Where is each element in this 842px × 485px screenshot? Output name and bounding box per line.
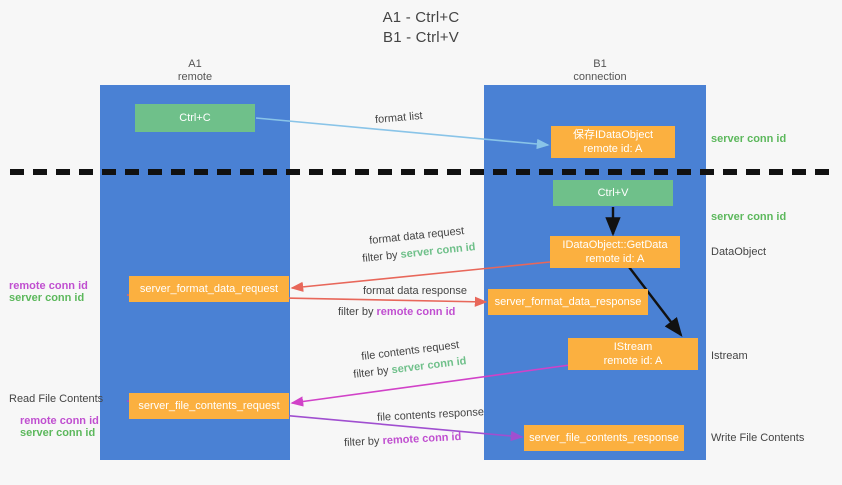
- node-server-format-data-request[interactable]: server_format_data_request: [129, 276, 289, 302]
- node-save-idataobject-title: 保存IDataObject: [572, 129, 654, 141]
- column-a1-name: A1: [188, 58, 202, 70]
- node-server-file-contents-request[interactable]: server_file_contents_request: [129, 393, 289, 419]
- node-server-file-contents-response-label: server_file_contents_response: [529, 432, 679, 444]
- page-title: A1 - Ctrl+C B1 - Ctrl+V: [0, 8, 842, 48]
- column-b1-role: connection: [573, 71, 627, 83]
- node-server-format-data-request-label: server_format_data_request: [139, 283, 279, 295]
- node-getdata-title: IDataObject::GetData: [562, 239, 668, 251]
- annotation-server-conn-id-mid: server conn id: [711, 211, 787, 223]
- column-a1-role: remote: [177, 71, 213, 83]
- annotation-server-conn-id-left-2: server conn id: [20, 427, 96, 439]
- remote-conn-id-1: remote conn id: [376, 306, 456, 318]
- node-server-file-contents-request-label: server_file_contents_request: [138, 400, 280, 412]
- column-header-b1: B1 connection: [545, 58, 655, 84]
- node-save-idataobject[interactable]: 保存IDataObject remote id: A: [551, 126, 675, 158]
- node-ctrl-c-label: Ctrl+C: [179, 112, 211, 124]
- edge-filter-format-data-response: filter by remote conn id: [338, 305, 455, 319]
- filter-by-text-4: filter by: [343, 435, 383, 450]
- node-server-format-data-response[interactable]: server_format_data_response: [488, 289, 648, 315]
- node-ctrl-v[interactable]: Ctrl+V: [553, 180, 673, 206]
- annotation-istream: Istream: [711, 350, 748, 362]
- filter-by-text-1: filter by: [361, 248, 402, 265]
- node-istream-sub: remote id: A: [603, 355, 663, 367]
- annotation-server-conn-id-top: server conn id: [711, 133, 787, 145]
- node-getdata-sub: remote id: A: [585, 253, 645, 265]
- server-conn-id-1: server conn id: [399, 241, 477, 261]
- annotation-read-file-contents: Read File Contents: [9, 393, 104, 405]
- node-save-idataobject-sub: remote id: A: [583, 143, 643, 155]
- column-header-a1: A1 remote: [145, 58, 245, 84]
- title-line-2: B1 - Ctrl+V: [383, 29, 459, 46]
- node-getdata[interactable]: IDataObject::GetData remote id: A: [550, 236, 680, 268]
- edge-label-format-data-response: format data response: [363, 285, 467, 297]
- node-istream[interactable]: IStream remote id: A: [568, 338, 698, 370]
- node-istream-title: IStream: [613, 341, 653, 353]
- node-ctrl-c[interactable]: Ctrl+C: [135, 104, 255, 132]
- annotation-write-file-contents: Write File Contents: [711, 432, 805, 444]
- annotation-dataobject: DataObject: [711, 246, 767, 258]
- node-server-file-contents-response[interactable]: server_file_contents_response: [524, 425, 684, 451]
- column-b1-name: B1: [593, 58, 607, 70]
- edge-label-file-contents-response: file contents response: [376, 406, 485, 424]
- annotation-remote-conn-id-1: remote conn id: [9, 280, 88, 292]
- node-ctrl-v-label: Ctrl+V: [597, 187, 629, 199]
- annotation-server-conn-id-left-1: server conn id: [9, 292, 85, 304]
- remote-conn-id-2: remote conn id: [382, 430, 462, 448]
- title-line-1: A1 - Ctrl+C: [382, 9, 460, 26]
- filter-by-text-3: filter by: [352, 364, 393, 381]
- filter-by-text-2: filter by: [338, 306, 377, 318]
- node-server-format-data-response-label: server_format_data_response: [494, 296, 642, 308]
- edge-label-format-list: format list: [374, 109, 424, 127]
- edge-filter-file-contents-response: filter by remote conn id: [344, 430, 462, 450]
- annotation-remote-conn-id-2: remote conn id: [20, 415, 99, 427]
